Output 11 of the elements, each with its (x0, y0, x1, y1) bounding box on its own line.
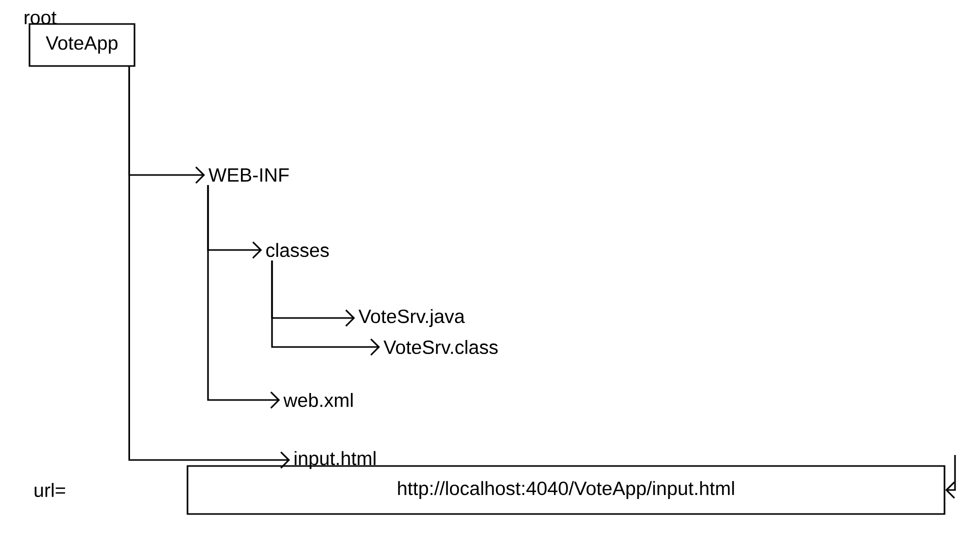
file-name: VoteSrv.class (384, 340, 498, 354)
file-name: web.xml (283, 392, 353, 408)
label: url= (34, 482, 66, 498)
folder-box: VoteApp (28, 23, 136, 67)
arrow (945, 455, 956, 499)
arrow (128, 66, 290, 469)
arrow (271, 260, 380, 356)
file-name: WEB-INF (208, 168, 289, 182)
file-name: classes (266, 242, 329, 258)
file-name: VoteSrv.java (358, 309, 465, 327)
arrow (207, 185, 280, 409)
